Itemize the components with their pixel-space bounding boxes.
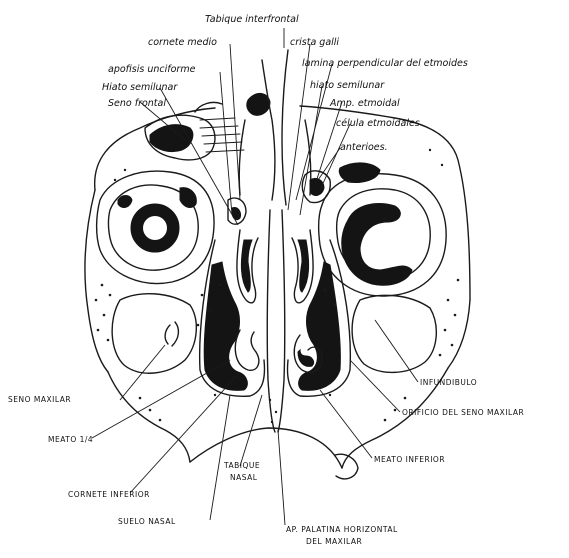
bone-stipple: [95, 149, 460, 423]
label-meato: MEATO 1/4: [48, 435, 93, 444]
label-cornete-inferior: CORNETE INFERIOR: [68, 490, 150, 499]
label-ap-palatina-1: AP. PALATINA HORIZONTAL: [286, 525, 398, 534]
label-orificio-seno-maxilar: ORIFICIO DEL SENO MAXILAR: [402, 408, 524, 417]
label-tabique-nasal-2: NASAL: [230, 473, 258, 482]
label-hiato-semilunar-left: Hiato semilunar: [102, 82, 178, 93]
label-infundibulo: INFUNDIBULO: [420, 378, 477, 387]
label-crista-galli: crista galli: [290, 37, 339, 48]
skull-outline: [85, 106, 470, 479]
label-suelo-nasal: SUELO NASAL: [118, 517, 176, 526]
label-ap-palatina-2: DEL MAXILAR: [306, 537, 362, 546]
maxillary-sinus: [112, 294, 436, 374]
right-orbit: [319, 163, 446, 296]
label-seno-maxilar: SENO MAXILAR: [8, 395, 71, 404]
label-celulas-etmoidales: célula etmoidales: [336, 118, 420, 129]
label-tabique-nasal-1: TABIQUE: [223, 461, 260, 470]
label-hiato-semilunar-right: hiato semilunar: [310, 80, 385, 91]
label-lamina-perpendicular: lamina perpendicular del etmoides: [302, 58, 468, 69]
crista-galli: [239, 50, 311, 205]
label-tabique-interfrontal: Tabique interfrontal: [205, 14, 299, 25]
label-seno-frontal: Seno frontal: [108, 98, 166, 109]
label-apofisis-unciforme: apofisis unciforme: [108, 64, 196, 75]
label-anteriores: anterioes.: [340, 142, 388, 153]
label-meato-inferior: MEATO INFERIOR: [374, 455, 445, 464]
label-amp-etmoidal: Amp. etmoidal: [329, 98, 400, 109]
nasal-cavity: [200, 210, 351, 432]
ethmoid-cells: [228, 171, 330, 224]
label-cornete-medio: cornete medio: [148, 37, 217, 48]
left-orbit: [97, 171, 214, 283]
